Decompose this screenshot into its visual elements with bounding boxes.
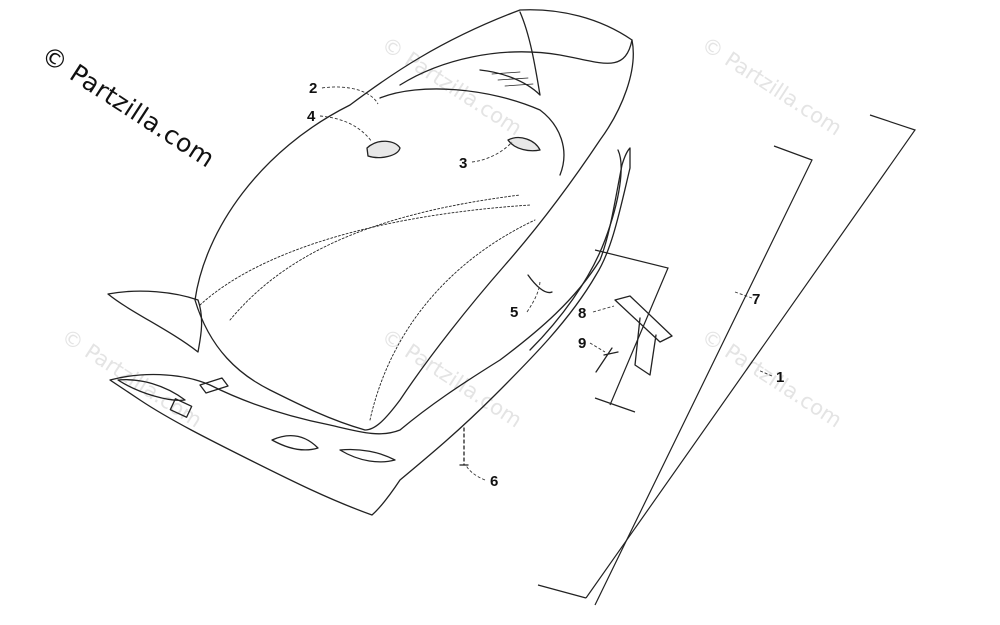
watermark-text: © Partzilla.com xyxy=(697,32,846,140)
group-bracket-7 xyxy=(594,145,813,606)
callout-2: 2 xyxy=(309,80,317,97)
seat-cover xyxy=(194,9,634,431)
callout-1: 1 xyxy=(776,369,784,386)
seat-assembly-drawing xyxy=(107,9,673,516)
rear-panel xyxy=(479,11,541,96)
seat-hump-edge xyxy=(399,39,633,86)
callout-labels: 1 2 3 4 5 6 7 8 9 xyxy=(307,80,784,490)
callout-8: 8 xyxy=(578,305,586,322)
seat-base xyxy=(109,147,631,516)
side-slot xyxy=(271,434,319,451)
callout-6: 6 xyxy=(490,473,498,490)
patch-3 xyxy=(507,136,541,152)
watermark-text: © Partzilla.com xyxy=(377,324,526,432)
side-slot-2 xyxy=(339,448,396,463)
faint-watermarks: © Partzilla.com © Partzilla.com © Partzi… xyxy=(57,32,846,432)
front-lip xyxy=(107,290,203,353)
watermark-text: © Partzilla.com xyxy=(377,32,526,140)
front-vent xyxy=(117,379,186,401)
stitch-line xyxy=(199,204,531,306)
stitch-line-2 xyxy=(369,219,536,421)
group-bracket-1 xyxy=(537,114,916,599)
seat-hump xyxy=(379,88,565,176)
leader-lines xyxy=(319,86,773,481)
latch-tab xyxy=(169,398,193,418)
base-rail xyxy=(529,149,622,351)
clip-5 xyxy=(527,274,553,294)
callout-4: 4 xyxy=(307,108,316,125)
callout-5: 5 xyxy=(510,304,518,321)
group-brackets xyxy=(537,114,916,606)
bracket-8 xyxy=(614,295,673,376)
seat-logo xyxy=(491,71,534,87)
front-latch xyxy=(199,377,229,394)
patch-4 xyxy=(366,140,401,159)
callout-9: 9 xyxy=(578,335,586,352)
watermark-text: © Partzilla.com xyxy=(697,324,846,432)
callout-3: 3 xyxy=(459,155,467,172)
fastener-9 xyxy=(595,347,619,373)
stitch-line-3 xyxy=(229,194,521,321)
callout-7: 7 xyxy=(752,291,760,308)
